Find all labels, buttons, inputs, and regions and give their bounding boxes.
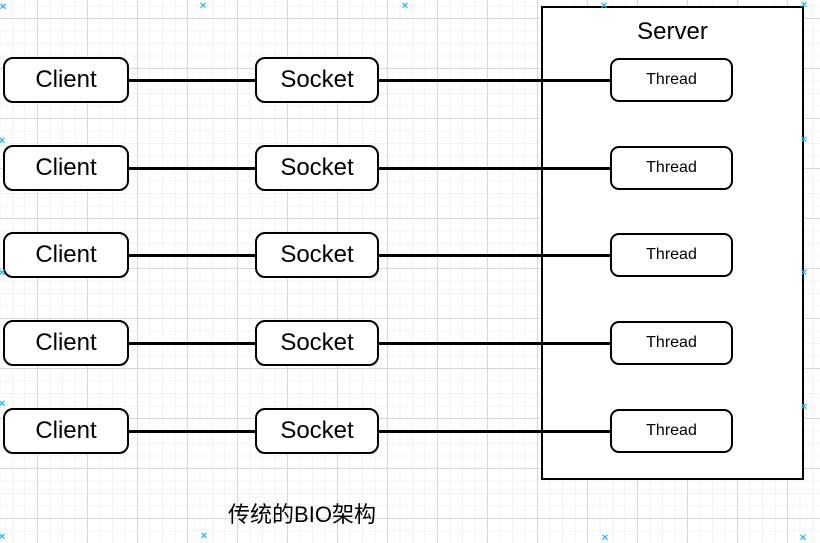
- connection-point-x-icon: ✕: [800, 267, 808, 278]
- client-node-3[interactable]: Client: [3, 232, 129, 278]
- socket-node-5[interactable]: Socket: [255, 408, 379, 454]
- thread-node-2[interactable]: Thread: [610, 146, 733, 190]
- edge-client-socket-4[interactable]: [128, 342, 256, 345]
- edge-socket-thread-1[interactable]: [378, 79, 611, 82]
- edge-client-socket-5[interactable]: [128, 430, 256, 433]
- edge-socket-thread-2[interactable]: [378, 167, 611, 170]
- connection-point-x-icon: ✕: [0, 531, 6, 542]
- thread-node-5[interactable]: Thread: [610, 409, 733, 453]
- thread-node-1[interactable]: Thread: [610, 58, 733, 102]
- edge-client-socket-3[interactable]: [128, 254, 256, 257]
- connection-point-x-icon: ✕: [799, 532, 807, 543]
- server-label: Server: [637, 18, 708, 45]
- thread-node-4[interactable]: Thread: [610, 321, 733, 365]
- connection-point-x-icon: ✕: [800, 134, 808, 145]
- connection-point-x-icon: ✕: [600, 0, 608, 11]
- connection-point-x-icon: ✕: [0, 398, 6, 409]
- connection-point-x-icon: ✕: [0, 135, 6, 146]
- client-node-5[interactable]: Client: [3, 408, 129, 454]
- socket-node-2[interactable]: Socket: [255, 145, 379, 191]
- diagram-caption[interactable]: 传统的BIO架构: [228, 502, 376, 527]
- client-node-4[interactable]: Client: [3, 320, 129, 366]
- client-node-2[interactable]: Client: [3, 145, 129, 191]
- edge-client-socket-1[interactable]: [128, 79, 256, 82]
- socket-node-4[interactable]: Socket: [255, 320, 379, 366]
- connection-point-x-icon: ✕: [601, 532, 609, 543]
- connection-point-x-icon: ✕: [199, 0, 207, 11]
- edge-socket-thread-4[interactable]: [378, 342, 611, 345]
- edge-client-socket-2[interactable]: [128, 167, 256, 170]
- socket-node-1[interactable]: Socket: [255, 57, 379, 103]
- connection-point-x-icon: ✕: [0, 1, 7, 12]
- connection-point-x-icon: ✕: [0, 267, 6, 278]
- thread-node-3[interactable]: Thread: [610, 233, 733, 277]
- connection-point-x-icon: ✕: [800, 0, 808, 10]
- connection-point-x-icon: ✕: [401, 0, 409, 11]
- edge-socket-thread-3[interactable]: [378, 254, 611, 257]
- connection-point-x-icon: ✕: [800, 401, 808, 412]
- connection-point-x-icon: ✕: [200, 530, 208, 541]
- client-node-1[interactable]: Client: [3, 57, 129, 103]
- socket-node-3[interactable]: Socket: [255, 232, 379, 278]
- edge-socket-thread-5[interactable]: [378, 430, 611, 433]
